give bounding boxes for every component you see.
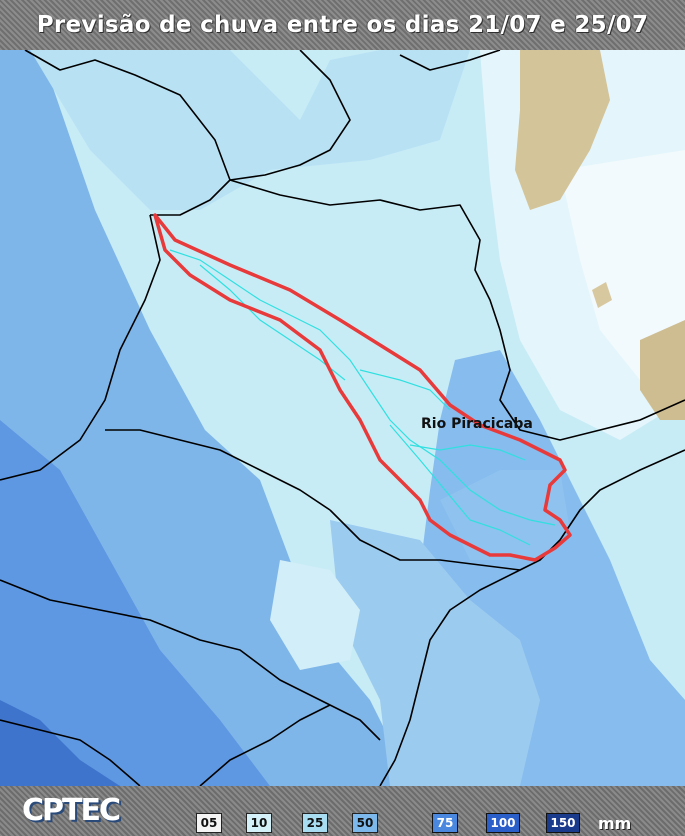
legend-bar: CPTEC 05 10 25 50 75 100 150 mm	[0, 786, 685, 836]
title-bar: Previsão de chuva entre os dias 21/07 e …	[0, 0, 685, 50]
river-branch-3	[359, 369, 451, 411]
legend-swatch-75: 75	[432, 813, 458, 833]
map-title: Previsão de chuva entre os dias 21/07 e …	[36, 12, 649, 38]
border-west-sp	[0, 214, 161, 481]
cptec-logo: CPTEC	[22, 793, 121, 828]
border-north-2	[229, 49, 351, 181]
river-label: Rio Piracicaba	[421, 416, 533, 432]
terrain-patch-east	[640, 320, 685, 420]
state-borders	[0, 49, 685, 787]
legend-unit: mm	[598, 814, 632, 833]
border-pr-south	[0, 579, 381, 741]
rain-zone-100-south	[0, 700, 120, 786]
rain-zone-50-center	[440, 470, 570, 560]
terrain-patch-northeast	[515, 50, 610, 210]
river-branch-2	[389, 424, 531, 546]
legend-swatch-10: 10	[246, 813, 272, 833]
river-network	[169, 249, 556, 546]
border-north	[24, 49, 231, 216]
legend-swatch-150: 150	[546, 813, 580, 833]
legend-swatch-05: 05	[196, 813, 222, 833]
rain-zone-25-north	[30, 50, 470, 210]
rain-zone-75-southwest	[0, 420, 270, 786]
border-pr-north	[105, 429, 331, 511]
border-coast	[329, 449, 685, 571]
border-sp-north	[229, 179, 685, 441]
rain-zone-50-east-band	[330, 520, 540, 786]
river-branch-1	[199, 264, 346, 381]
legend-swatch-100: 100	[486, 813, 520, 833]
legend-swatch-50: 50	[352, 813, 378, 833]
border-coast-south	[379, 569, 521, 787]
river-branch-4	[409, 444, 526, 461]
border-south-west	[0, 719, 141, 787]
border-northeast	[399, 49, 501, 71]
rain-zone-05-northeast	[560, 150, 685, 380]
river-main	[169, 249, 556, 526]
border-south-mid	[199, 704, 331, 787]
basin-outline	[153, 213, 572, 562]
rain-zone-light-center	[270, 560, 360, 670]
legend-swatch-25: 25	[302, 813, 328, 833]
terrain-patch-small	[592, 282, 612, 308]
